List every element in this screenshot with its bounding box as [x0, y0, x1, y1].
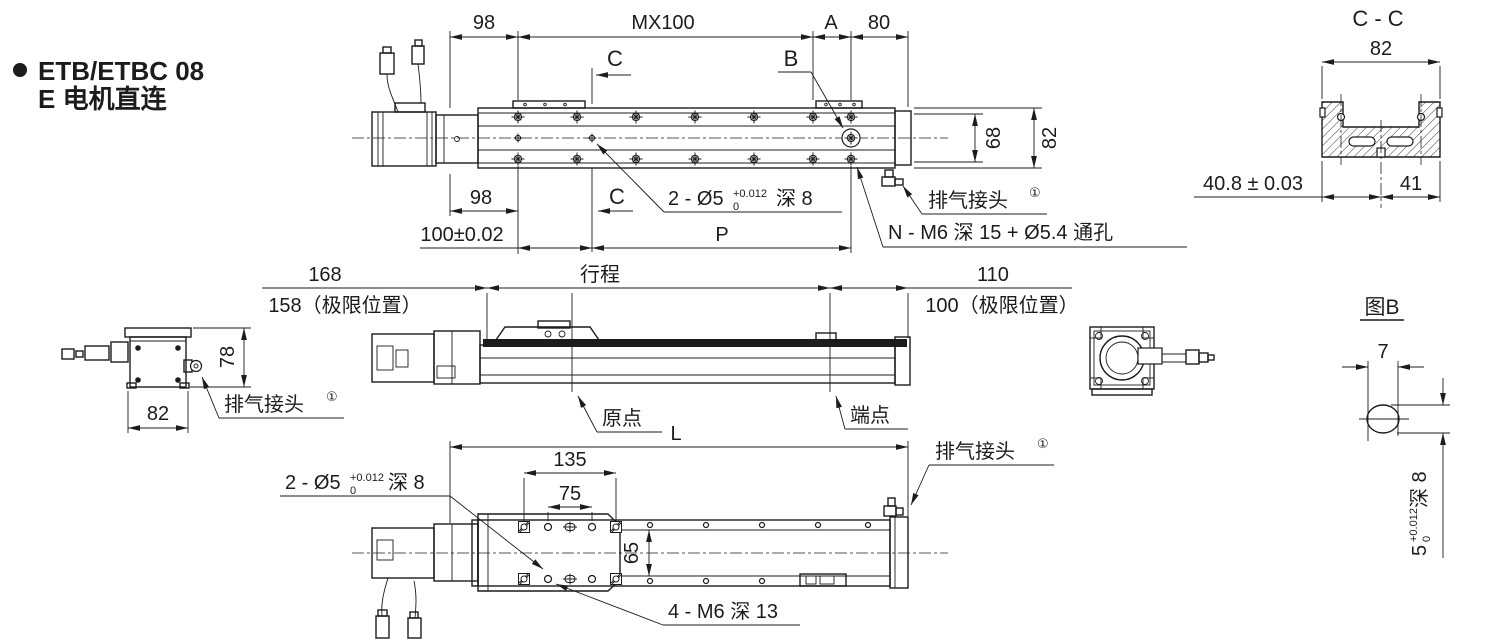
title-block: ETB/ETBC 08 E 电机直连 — [13, 56, 204, 114]
exhaust-port — [189, 359, 203, 373]
product-variant: E 电机直连 — [38, 84, 168, 114]
dim-100-limit: 100（极限位置） — [925, 294, 1078, 317]
pin-note-qty-bottom: 2 - Ø5 — [285, 472, 341, 494]
exhaust-note-sup-bottom: ① — [1037, 436, 1049, 451]
pin-note-tol-zero-bottom: 0 — [350, 485, 356, 497]
detail-b-view: 图B 7 5 +0.012 0 深 8 — [1342, 296, 1450, 558]
top-view: 98 MX100 A 80 C B 68 82 98 C — [352, 12, 1187, 254]
side-connector — [61, 341, 129, 363]
mounting-holes-top-row — [511, 110, 858, 124]
dim-98-bottom: 98 — [470, 187, 492, 209]
exhaust-note-sup-top: ① — [1029, 185, 1041, 200]
n-hole-note: N - M6 深 15 + Ø5.4 通孔 — [888, 221, 1113, 244]
section-cc-dim-40-8: 40.8 ± 0.03 — [1203, 173, 1303, 195]
pin-note-qty: 2 - Ø5 — [668, 188, 724, 210]
m6-note: 4 - M6 深 13 — [668, 600, 778, 623]
bullet-icon — [13, 63, 27, 77]
left-end-view: 78 82 排气接头 ① — [61, 327, 344, 433]
dim-p: P — [715, 224, 728, 246]
section-c-label-top: C — [607, 46, 623, 71]
dim-100-tol: 100±0.02 — [420, 224, 503, 246]
bottom-notes: 2 - Ø5 +0.012 0 深 8 4 - M6 深 13 排气接头 ① — [280, 436, 1054, 626]
pin-hole-1 — [513, 133, 523, 143]
end-view-dim-78: 78 — [217, 346, 239, 368]
exhaust-label-top: 排气接头 — [928, 189, 1008, 212]
dim-65: 65 — [621, 542, 643, 564]
dim-98-top: 98 — [473, 12, 495, 34]
dim-a: A — [824, 12, 838, 34]
section-cc-view: C - C 82 40.8 ± 0.03 41 — [1194, 6, 1443, 208]
dim-mx100: MX100 — [631, 12, 694, 34]
product-title: ETB/ETBC 08 — [38, 56, 204, 86]
exhaust-fitting-top — [881, 169, 904, 187]
origin-label: 原点 — [602, 407, 642, 430]
detail-b-dim-7: 7 — [1377, 341, 1388, 363]
dim-68: 68 — [983, 127, 1005, 149]
carriage — [494, 326, 601, 341]
dim-168: 168 — [308, 264, 341, 286]
top-dimensions: 98 MX100 A 80 — [449, 12, 909, 108]
dim-82: 82 — [1039, 127, 1061, 149]
exhaust-label-side: 排气接头 — [224, 393, 304, 416]
pin-hole-2 — [587, 133, 597, 143]
carriage-bolt-holes — [518, 521, 622, 585]
height-dimensions: 68 82 — [914, 107, 1061, 169]
dim-l: L — [670, 423, 681, 445]
side-elevation — [371, 320, 911, 386]
cable-connector-2 — [411, 45, 425, 65]
section-cc-dim-82: 82 — [1370, 38, 1392, 60]
dim-stroke: 行程 — [580, 263, 620, 286]
cable-connector-1 — [379, 52, 395, 75]
dim-75: 75 — [559, 483, 581, 505]
detail-b-title: 图B — [1364, 296, 1399, 319]
section-cc-title: C - C — [1352, 6, 1403, 31]
end-view-dim-82: 82 — [147, 403, 169, 425]
pin-note-tol-plus-bottom: +0.012 — [350, 472, 384, 484]
detail-b-tol-zero: 0 — [1421, 536, 1433, 542]
dim-158-limit: 158（极限位置） — [268, 294, 421, 317]
dim-135: 135 — [553, 449, 586, 471]
mounting-holes-bottom-row — [511, 152, 858, 166]
pin-note-tol-zero: 0 — [733, 201, 739, 213]
endpoint-label: 端点 — [850, 404, 890, 427]
dim-80: 80 — [868, 12, 890, 34]
label-b: B — [784, 46, 799, 71]
exhaust-label-bottom: 排气接头 — [935, 440, 1015, 463]
top-view-lower-dimensions: 98 C 2 - Ø5 +0.012 0 深 8 100±0.02 P 排气接头… — [420, 143, 1187, 254]
motor-end-view — [1089, 326, 1215, 396]
detail-b-pin-d: 5 — [1409, 545, 1431, 556]
pin-note-depth-bottom: 深 8 — [388, 471, 425, 494]
exhaust-note-sup-side: ① — [326, 389, 338, 404]
sensor-block — [799, 573, 847, 587]
pin-note-tol-plus: +0.012 — [733, 188, 767, 200]
dim-110: 110 — [977, 264, 1009, 286]
side-view: 78 82 排气接头 ① — [61, 263, 1215, 433]
detail-b-depth: 深 8 — [1408, 471, 1431, 508]
detail-b-tol-plus: +0.012 — [1408, 508, 1420, 542]
detail-b-depth-note: 5 +0.012 0 深 8 — [1408, 471, 1433, 556]
end-stop — [815, 332, 837, 341]
bottom-dimensions: 135 75 65 — [523, 449, 656, 577]
end-cap-bottom — [889, 516, 909, 589]
stroke-dimensions: 168 158（极限位置） 行程 110 100（极限位置） 原点 端点 — [262, 263, 1079, 433]
section-cc-dim-41: 41 — [1400, 173, 1422, 195]
section-c-label-bottom: C — [609, 184, 625, 209]
pin-note-depth: 深 8 — [776, 187, 813, 210]
bottom-view: L — [280, 423, 1054, 639]
